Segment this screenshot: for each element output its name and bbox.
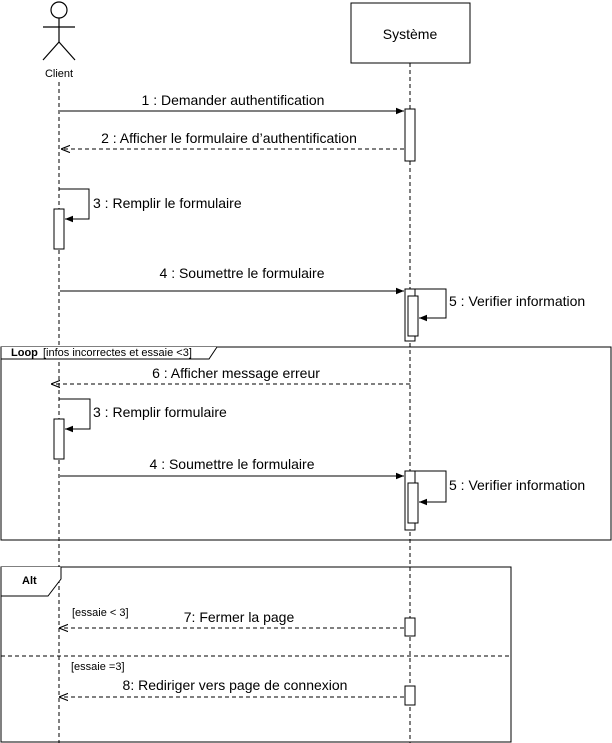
loop-guard: [infos incorrectes et essaie <3]	[43, 347, 192, 359]
client-activation-1	[53, 208, 65, 250]
message-3-self-arrow	[59, 188, 90, 223]
system-activation-1	[404, 108, 416, 162]
loop-message-4-label: 4 : Soumettre le formulaire	[150, 456, 315, 472]
alt-guard-2: [essaie =3]	[71, 661, 125, 673]
alt-message-8-label: 8: Rediriger vers page de connexion	[123, 677, 348, 693]
message-1-label: 1 : Demander authentification	[142, 92, 325, 108]
loop-message-3-self-arrow	[59, 398, 91, 433]
loop-keyword: Loop	[11, 347, 38, 359]
system-label: Système	[383, 26, 438, 42]
message-5-self-arrow	[415, 288, 447, 322]
message-4-label: 4 : Soumettre le formulaire	[160, 265, 325, 281]
alt-fragment	[0, 566, 512, 743]
alt-keyword: Alt	[22, 575, 37, 587]
message-5-label: 5 : Verifier information	[449, 293, 585, 309]
loop-message-6-label: 6 : Afficher message erreur	[152, 365, 320, 381]
client-actor	[42, 1, 76, 61]
loop-fragment	[0, 346, 612, 541]
client-activation-2	[53, 418, 65, 460]
alt-message-7-label: 7: Fermer la page	[184, 609, 295, 625]
system-activation-5	[404, 685, 416, 706]
loop-message-5-label: 5 : Verifier information	[449, 477, 585, 493]
loop-message-5-self-arrow	[415, 470, 447, 506]
system-activation-4	[404, 617, 416, 637]
loop-message-3-label: 3 : Remplir formulaire	[93, 404, 227, 420]
alt-guard-1: [essaie < 3]	[72, 607, 129, 619]
system-activation-3-nested	[407, 482, 419, 524]
system-activation-2-nested	[407, 295, 419, 337]
system-participant-box	[350, 2, 471, 64]
message-3-label: 3 : Remplir le formulaire	[93, 195, 242, 211]
client-label: Client	[45, 68, 73, 80]
message-2-label: 2 : Afficher le formulaire d’authentific…	[101, 130, 357, 146]
